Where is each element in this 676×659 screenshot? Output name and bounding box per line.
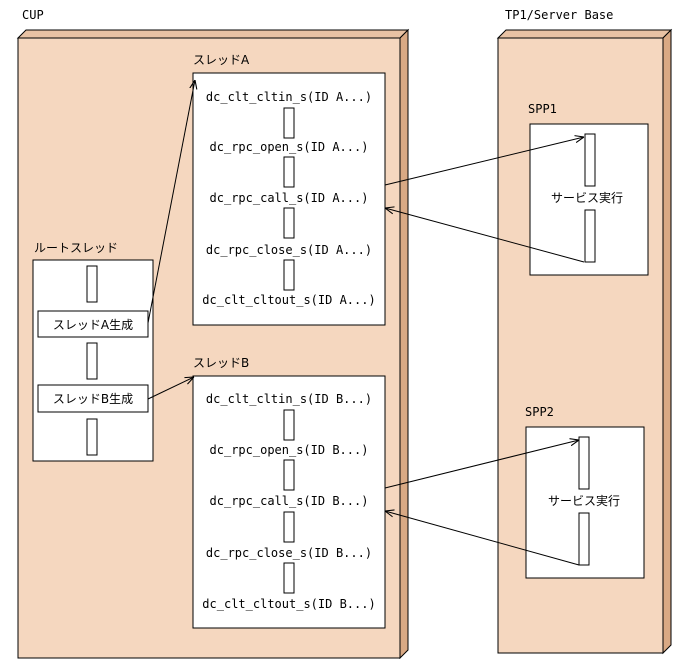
root-thread-label: ルートスレッド bbox=[34, 241, 118, 255]
spp1-label: SPP1 bbox=[528, 102, 557, 116]
spp1-activation-2 bbox=[584, 209, 596, 263]
thread-a-call-2: dc_rpc_open_s(ID A...) bbox=[210, 140, 369, 154]
arrow-call-a-reply bbox=[385, 208, 585, 263]
root-activation-2 bbox=[86, 342, 98, 380]
thread-a-call-5: dc_clt_cltout_s(ID A...) bbox=[202, 293, 375, 307]
thread-a-activation-3 bbox=[283, 207, 295, 239]
spp2-label: SPP2 bbox=[525, 405, 554, 419]
spp1-activation-1 bbox=[584, 133, 596, 187]
thread-a-label: スレッドA bbox=[193, 53, 250, 67]
thread-a-call-4: dc_rpc_close_s(ID A...) bbox=[206, 243, 372, 257]
spp2-service-text: サービス実行 bbox=[548, 493, 620, 508]
thread-b-activation-4 bbox=[283, 562, 295, 594]
thread-b-activation-2 bbox=[283, 459, 295, 491]
spawn-b-text: スレッドB生成 bbox=[53, 392, 133, 406]
thread-a-activation-2 bbox=[283, 156, 295, 188]
arrow-call-a-request bbox=[384, 137, 584, 186]
thread-b-activation-1 bbox=[283, 409, 295, 441]
spawn-b-box bbox=[37, 384, 149, 413]
arrow-spawn-a bbox=[147, 80, 195, 324]
thread-a-activation-4 bbox=[283, 259, 295, 291]
arrow-spawn-b bbox=[147, 377, 194, 400]
thread-b-call-5: dc_clt_cltout_s(ID B...) bbox=[202, 597, 375, 611]
thread-a-call-3: dc_rpc_call_s(ID A...) bbox=[210, 191, 369, 205]
root-activation-3 bbox=[86, 418, 98, 456]
thread-b-call-2: dc_rpc_open_s(ID B...) bbox=[210, 443, 369, 457]
spp1-service-text: サービス実行 bbox=[551, 190, 623, 205]
cup-label: CUP bbox=[22, 8, 44, 22]
spawn-a-box bbox=[37, 310, 149, 338]
root-activation-1 bbox=[86, 265, 98, 303]
thread-b-activation-3 bbox=[283, 511, 295, 543]
arrow-call-b-reply bbox=[385, 511, 580, 566]
arrow-call-b-request bbox=[384, 440, 579, 489]
thread-a-activation-1 bbox=[283, 107, 295, 139]
server-label: TP1/Server Base bbox=[505, 8, 613, 22]
thread-b-label: スレッドB bbox=[193, 356, 249, 370]
thread-b-call-3: dc_rpc_call_s(ID B...) bbox=[210, 494, 369, 508]
thread-a-call-1: dc_clt_cltin_s(ID A...) bbox=[206, 90, 372, 104]
thread-b-call-1: dc_clt_cltin_s(ID B...) bbox=[206, 392, 372, 406]
spawn-a-text: スレッドA生成 bbox=[53, 318, 133, 332]
thread-b-call-4: dc_rpc_close_s(ID B...) bbox=[206, 546, 372, 560]
spp2-activation-1 bbox=[578, 436, 590, 490]
spp2-activation-2 bbox=[578, 512, 590, 566]
